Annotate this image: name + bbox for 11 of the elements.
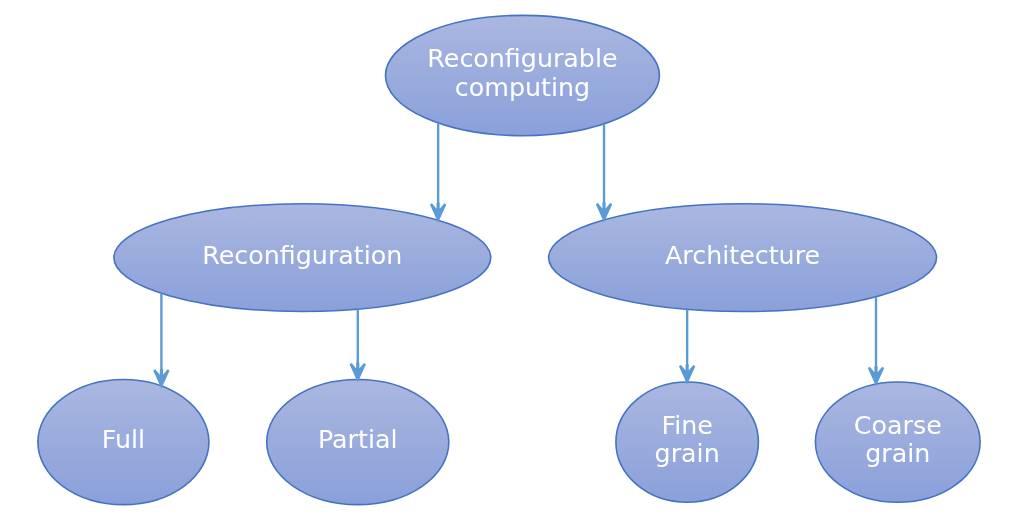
arrow	[348, 309, 366, 381]
arrow	[152, 293, 170, 387]
node-ellipse: Coarse grain	[814, 380, 981, 503]
arrow	[867, 296, 884, 385]
node-ellipse: Fine grain	[614, 380, 759, 503]
arrow	[429, 122, 446, 221]
node-ellipse: Reconfigurable computing	[384, 14, 660, 136]
arrow	[595, 123, 612, 221]
node-ellipse: Full	[36, 378, 210, 505]
arrow	[678, 309, 695, 383]
node-ellipse: Partial	[265, 378, 450, 505]
